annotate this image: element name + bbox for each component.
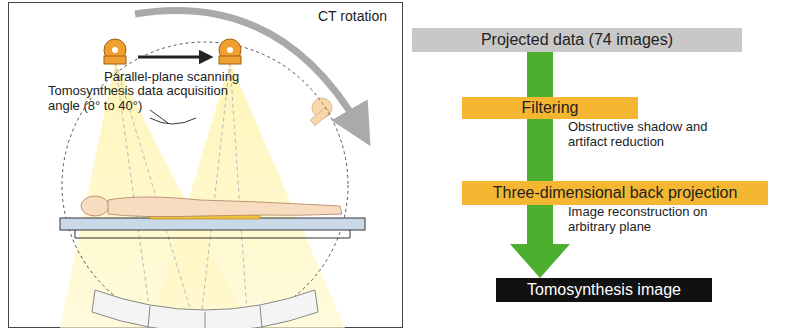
flow-arrow-shape [510,205,570,278]
x-ray-beam [150,62,345,328]
output-box: Tomosynthesis image [496,278,712,302]
leader-line [150,110,168,123]
process-box: Filtering [462,97,638,119]
box-text: Three-dimensional back projection [493,184,738,202]
annotation-label: Obstructive shadow and artifact reductio… [568,120,728,150]
flow-arrow [527,119,553,181]
flow-arrow-shape [527,119,553,181]
detector [92,290,318,328]
annotation-label: Image reconstruction on arbitrary plane [568,205,728,235]
x-ray-tube [104,39,126,64]
box-text: Projected data (74 images) [481,31,673,49]
flow-arrow [527,52,553,97]
annotation-label: Parallel-plane scanning [104,70,284,85]
scan-arrow [138,56,206,59]
x-ray-tube [310,98,332,125]
annotation-label: Tomosynthesis data acquisition angle (8°… [48,84,248,114]
x-ray-tube [219,39,241,64]
box-text: Filtering [522,99,579,117]
flow-arrow-shape [527,52,553,97]
patient [81,196,342,217]
data-box: Projected data (74 images) [412,28,742,52]
angle-arc [150,118,196,124]
box-text: Tomosynthesis image [527,281,681,299]
flow-arrow [510,205,570,278]
table [60,218,365,230]
panel-frame [9,3,403,328]
process-box: Three-dimensional back projection [462,181,768,205]
annotation-label: CT rotation [318,8,408,24]
